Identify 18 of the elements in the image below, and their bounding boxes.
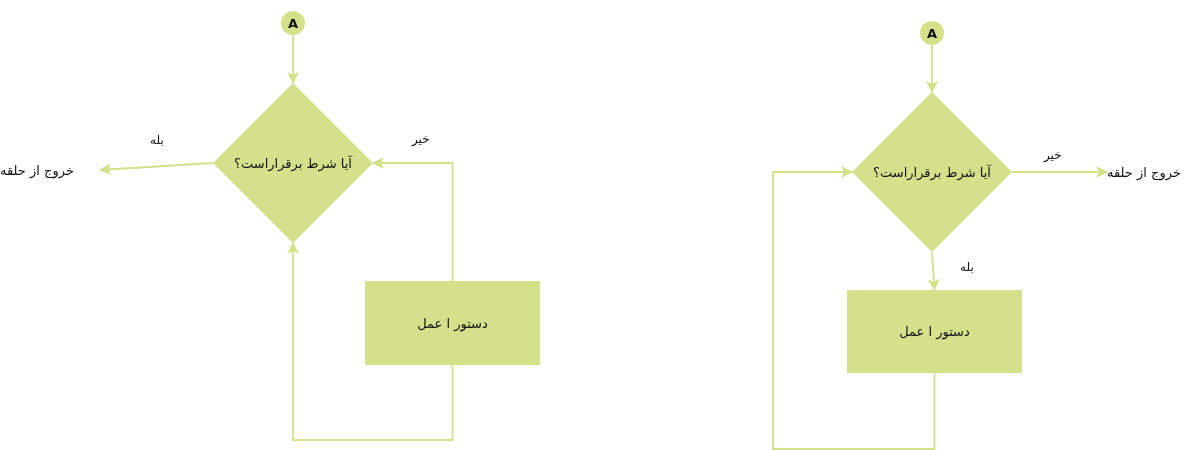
arrow (772, 166, 936, 450)
connector-circle: A (920, 21, 944, 45)
arrow (926, 44, 938, 93)
process-box: دستور ا عمل (365, 281, 540, 365)
connector-circle: A (281, 11, 305, 35)
exit-text: خروج از حلقه (1107, 157, 1197, 187)
arrow (372, 157, 454, 282)
arrow (99, 162, 214, 176)
arrow (1011, 166, 1108, 178)
arrow (287, 34, 299, 84)
arrow (927, 251, 940, 291)
decision-diamond: آیا شرط برقراراست؟ (213, 83, 373, 243)
edge-label: بله (958, 260, 976, 274)
edge-label: بله (148, 133, 166, 147)
decision-diamond: آیا شرط برقراراست؟ (852, 92, 1012, 252)
exit-text: خروج از حلقه (0, 155, 100, 185)
arrow (287, 242, 454, 441)
process-box: دستور ا عمل (847, 290, 1022, 373)
